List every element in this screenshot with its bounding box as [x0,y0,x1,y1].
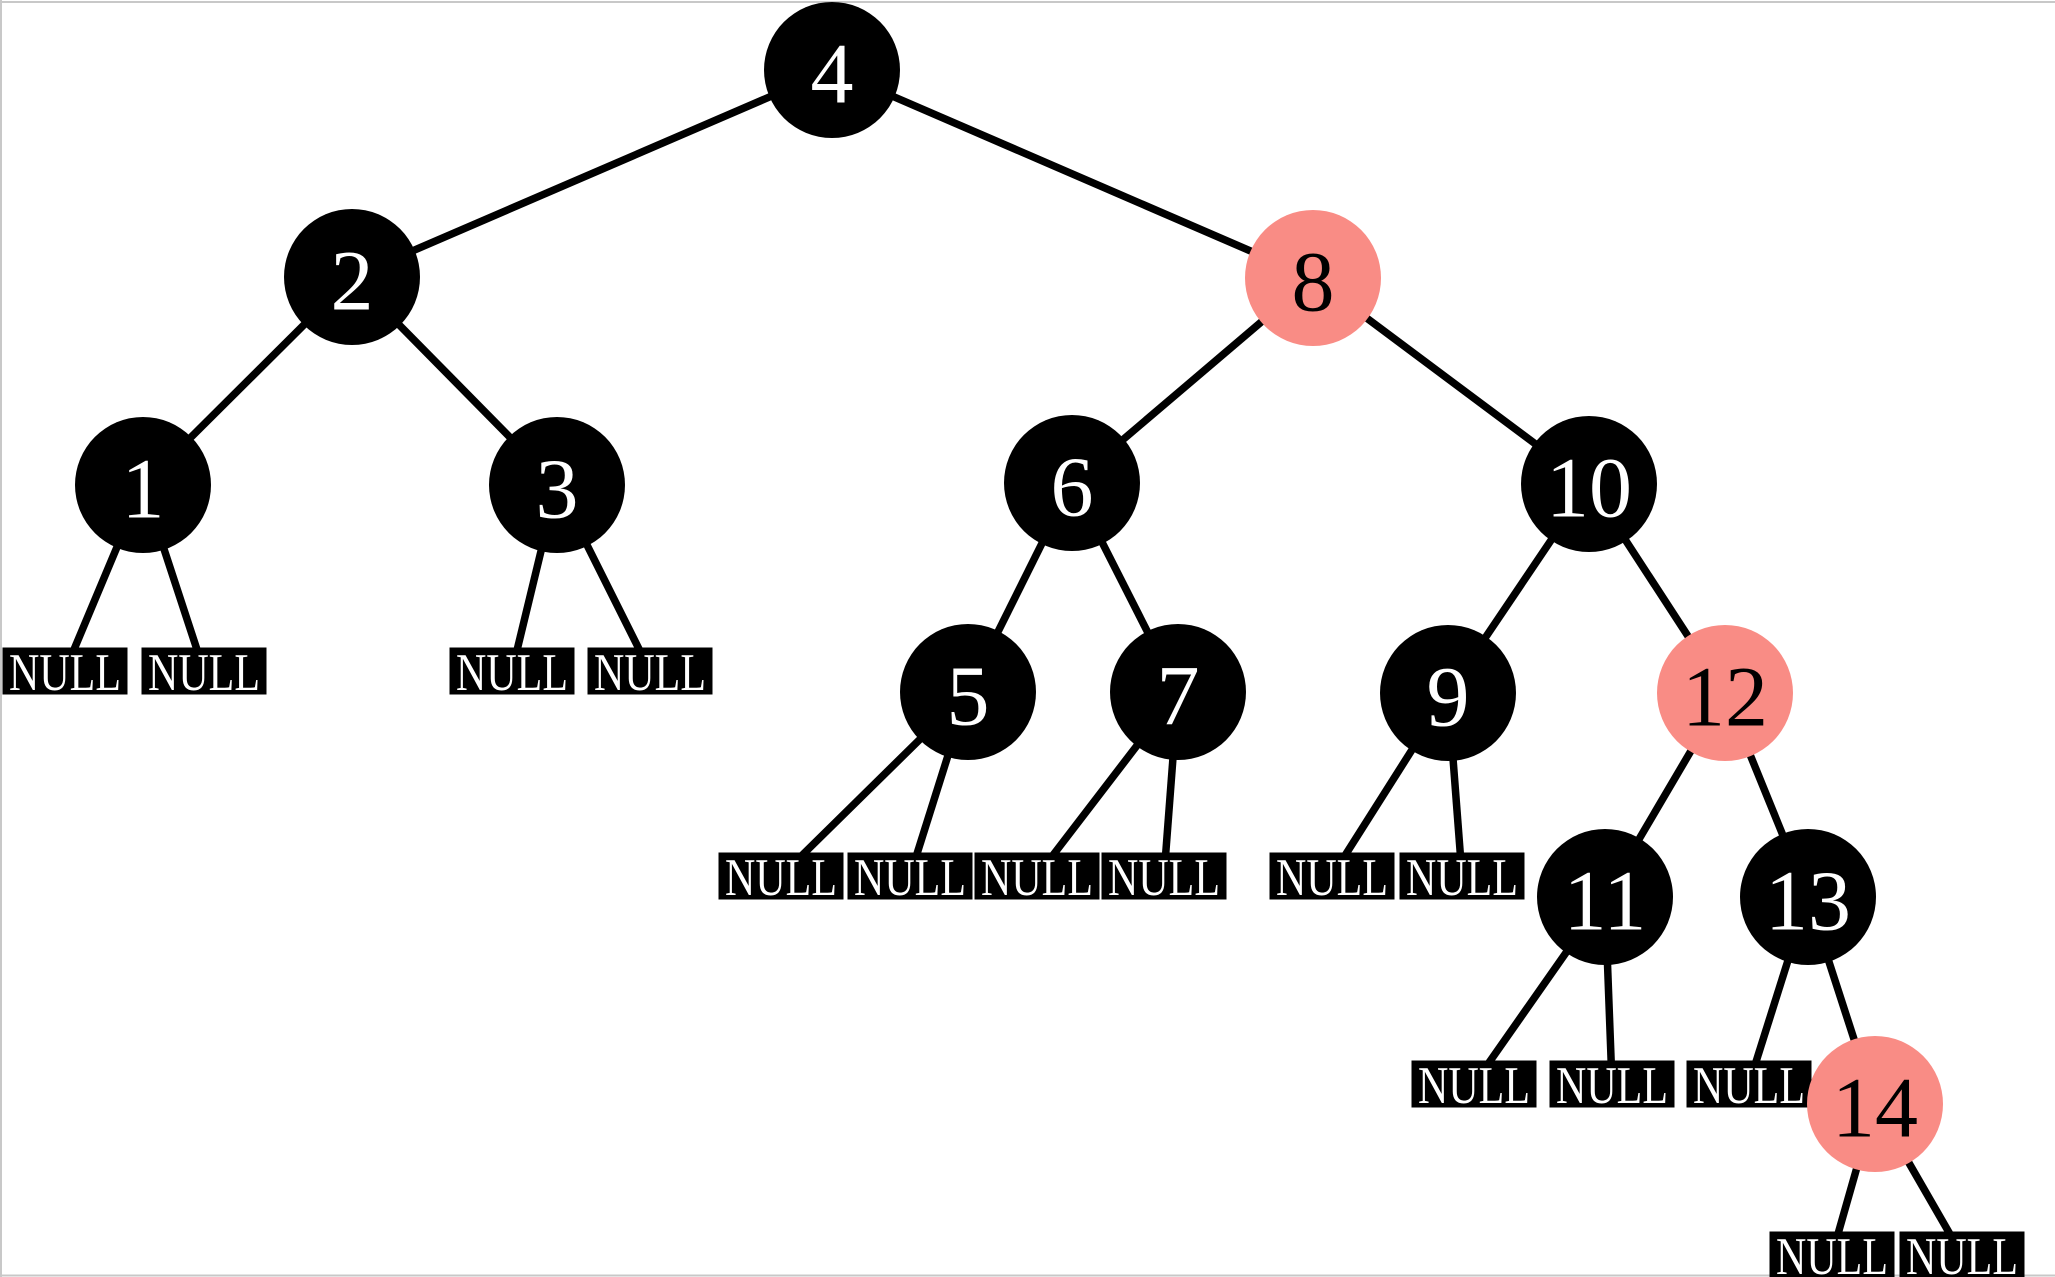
tree-node-2-black [284,209,420,345]
null-leaf-label: NULL [854,849,966,907]
tree-node-label-8: 8 [1292,234,1335,330]
tree-node-label-9: 9 [1427,649,1470,745]
tree-node-5-black [900,624,1036,760]
tree-node-11-black [1537,829,1673,965]
null-leaf-5-right [847,852,973,900]
null-leaf-3-right [587,647,713,695]
tree-node-label-13: 13 [1765,853,1851,949]
null-leaf-label: NULL [725,849,837,907]
null-leaf-label: NULL [1693,1057,1805,1115]
tree-node-label-1: 1 [122,441,165,537]
null-leaf-label: NULL [1406,849,1518,907]
null-leaf-label: NULL [1276,849,1388,907]
tree-node-label-12: 12 [1682,649,1768,745]
null-leaf-1-left [2,647,128,695]
tree-node-6-black [1004,415,1140,551]
tree-node-8-red [1245,210,1381,346]
null-leaf-label: NULL [1108,849,1220,907]
tree-node-9-black [1380,625,1516,761]
tree-node-label-6: 6 [1051,439,1094,535]
null-leaf-label: NULL [1776,1228,1888,1277]
tree-node-3-black [489,417,625,553]
tree-node-7-black [1110,624,1246,760]
edge-4-8 [830,66,1315,282]
tree-node-14-red [1807,1036,1943,1172]
null-leaf-13-left [1686,1060,1812,1108]
null-leaf-label: NULL [1556,1057,1668,1115]
tree-node-label-2: 2 [331,233,374,329]
null-leaf-7-right [1101,852,1227,900]
tree-node-label-4: 4 [811,26,854,122]
null-leaf-14-left [1769,1231,1895,1277]
null-leaf-label: NULL [148,644,260,702]
tree-node-label-11: 11 [1564,853,1647,949]
tree-node-13-black [1740,829,1876,965]
tree-node-label-7: 7 [1157,648,1200,744]
null-leaf-1-right [141,647,267,695]
null-leaf-label: NULL [594,644,706,702]
null-leaf-9-right [1399,852,1525,900]
null-leaf-7-left [974,852,1100,900]
tree-node-12-red [1657,625,1793,761]
tree-node-label-14: 14 [1832,1060,1918,1156]
tree-node-label-5: 5 [947,648,990,744]
null-leaf-label: NULL [981,849,1093,907]
null-leaf-label: NULL [456,644,568,702]
tree-node-4-black [764,2,900,138]
edge-4-2 [350,66,834,281]
null-leaf-11-right [1549,1060,1675,1108]
null-leaf-5-left [718,852,844,900]
tree-node-1-black [75,417,211,553]
null-leaf-3-left [449,647,575,695]
tree-node-label-10: 10 [1546,440,1632,536]
null-leaf-9-left [1269,852,1395,900]
null-leaf-label: NULL [1418,1057,1530,1115]
null-leaf-14-right [1899,1231,2025,1277]
tree-node-label-3: 3 [536,441,579,537]
tree-node-10-black [1521,416,1657,552]
null-leaf-label: NULL [1906,1228,2018,1277]
null-leaves-layer: NULL NULL NULL NULL NULL NULL NULL NULL NULL NULL… [2,644,2025,1277]
null-leaf-label: NULL [9,644,121,702]
null-leaf-11-left [1411,1060,1537,1108]
